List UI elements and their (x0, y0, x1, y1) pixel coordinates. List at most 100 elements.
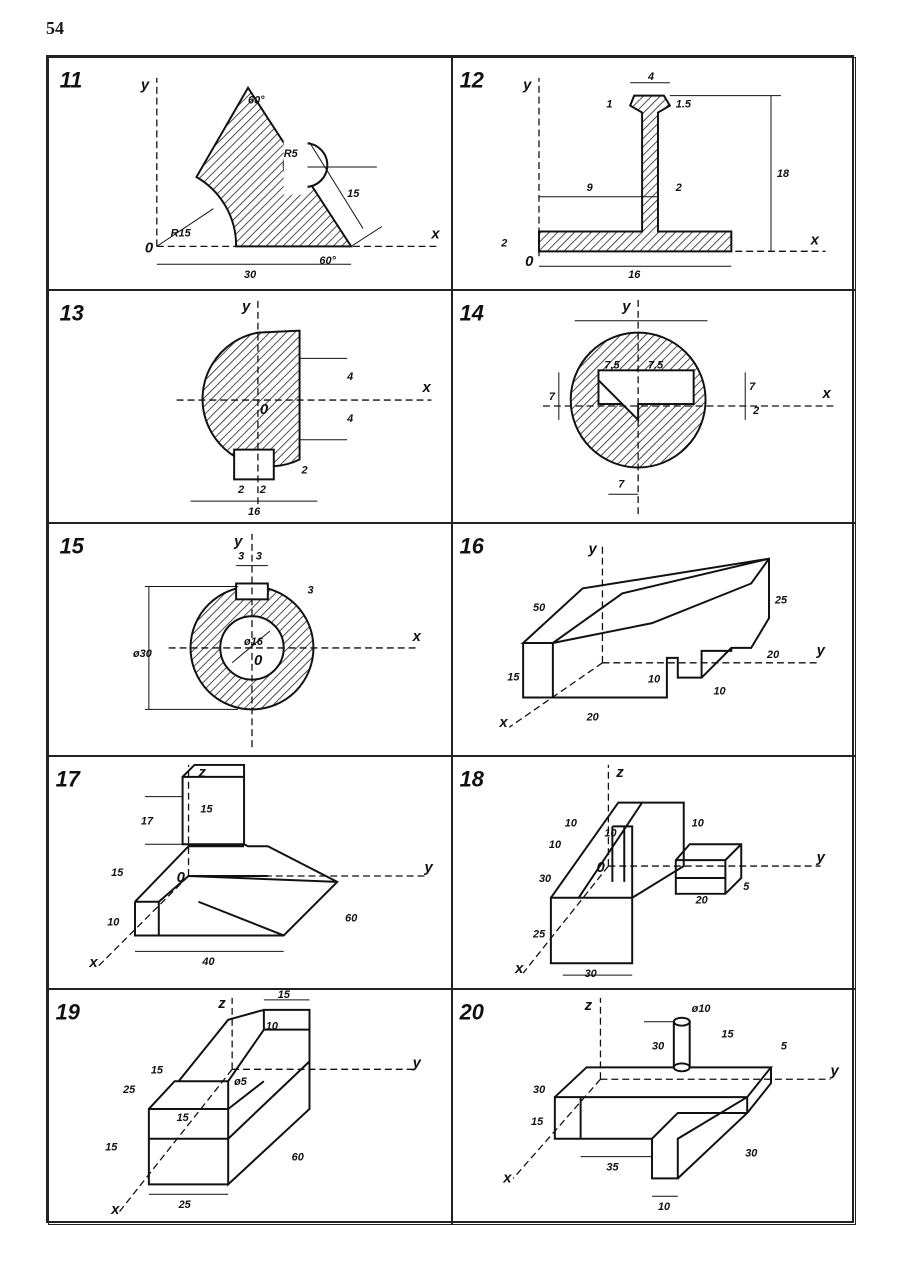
svg-text:10: 10 (713, 686, 725, 698)
tee-section (538, 94, 733, 253)
svg-text:y: y (816, 850, 826, 866)
svg-text:15: 15 (278, 990, 291, 1001)
problem-11: 11 y x 0 60° R15 R5 15 30 60° (48, 57, 452, 290)
svg-text:y: y (233, 534, 243, 550)
svg-text:z: z (217, 996, 226, 1012)
problem-number: 18 (460, 767, 485, 792)
circle-section (201, 329, 301, 468)
svg-text:9: 9 (587, 182, 594, 194)
problem-20: 20 z y x ø10 30 15 5 30 15 35 10 30 (452, 989, 856, 1225)
svg-text:25: 25 (178, 1199, 192, 1211)
svg-text:ø5: ø5 (234, 1076, 248, 1088)
problem-13: 13 y x 0 4 4 2 2 2 16 (48, 290, 452, 523)
problem-14: 14 y x 7.5 7.5 7 7 2 7 (452, 290, 856, 523)
problem-12: 12 y x 0 4 1 1.5 18 9 2 2 16 (452, 57, 856, 290)
problem-number: 15 (60, 534, 85, 559)
svg-text:z: z (197, 765, 206, 781)
svg-text:4: 4 (346, 413, 353, 425)
svg-text:10: 10 (107, 917, 119, 929)
svg-text:y: y (241, 299, 251, 315)
u-block (549, 801, 685, 965)
svg-text:2: 2 (237, 484, 244, 496)
stepped-block (134, 763, 339, 937)
svg-text:25: 25 (122, 1084, 136, 1096)
svg-text:15: 15 (507, 672, 520, 684)
svg-text:10: 10 (658, 1201, 670, 1213)
svg-text:7.5: 7.5 (648, 359, 664, 371)
svg-text:7.5: 7.5 (604, 359, 620, 371)
svg-text:30: 30 (244, 269, 256, 281)
svg-text:2: 2 (500, 237, 507, 249)
svg-text:15: 15 (347, 188, 360, 200)
svg-text:7: 7 (749, 381, 756, 393)
problem-number: 19 (56, 1000, 81, 1025)
svg-text:60°: 60° (319, 255, 336, 267)
problem-17: 17 z y x 0 17 15 15 10 40 60 (48, 756, 452, 989)
svg-text:20: 20 (695, 895, 708, 907)
svg-text:16: 16 (248, 506, 261, 518)
svg-text:10: 10 (565, 817, 577, 829)
problem-number: 13 (60, 301, 84, 326)
svg-text:17: 17 (141, 815, 154, 827)
svg-text:20: 20 (586, 711, 599, 723)
svg-text:y: y (816, 643, 826, 659)
wedge-body (520, 557, 770, 699)
svg-text:x: x (822, 386, 832, 402)
svg-text:1: 1 (606, 99, 612, 111)
svg-text:0: 0 (254, 653, 263, 669)
svg-text:x: x (502, 1170, 512, 1186)
problem-number: 20 (459, 1000, 484, 1025)
svg-text:7: 7 (618, 478, 625, 490)
svg-text:2: 2 (259, 484, 266, 496)
svg-text:x: x (88, 955, 98, 971)
svg-text:0: 0 (260, 402, 269, 418)
svg-text:0: 0 (596, 860, 605, 876)
svg-text:60°: 60° (248, 95, 265, 107)
svg-text:x: x (498, 715, 508, 731)
svg-text:10: 10 (266, 1021, 278, 1033)
svg-text:ø16: ø16 (244, 636, 264, 648)
svg-text:18: 18 (777, 168, 790, 180)
svg-text:0: 0 (525, 254, 534, 270)
svg-text:15: 15 (721, 1029, 734, 1041)
problem-15: 15 y x 0 3 3 3 ø30 ø16 (48, 523, 452, 756)
svg-text:15: 15 (531, 1116, 544, 1128)
svg-text:25: 25 (532, 928, 546, 940)
svg-text:5: 5 (743, 881, 750, 893)
problem-grid: 11 y x 0 60° R15 R5 15 30 60° 1 2 (46, 55, 856, 1225)
svg-text:x: x (430, 226, 440, 242)
svg-text:2: 2 (752, 405, 759, 417)
svg-text:ø10: ø10 (692, 1003, 711, 1015)
svg-text:0: 0 (177, 870, 186, 886)
svg-text:25: 25 (774, 594, 788, 606)
svg-text:0: 0 (145, 240, 154, 256)
svg-text:15: 15 (151, 1064, 164, 1076)
svg-text:ø30: ø30 (133, 648, 152, 660)
svg-text:z: z (584, 998, 593, 1014)
svg-text:15: 15 (111, 867, 124, 879)
svg-text:15: 15 (177, 1112, 190, 1124)
svg-text:16: 16 (628, 269, 641, 281)
svg-text:x: x (110, 1202, 120, 1218)
svg-text:y: y (412, 1055, 422, 1071)
svg-text:2: 2 (675, 182, 682, 194)
svg-text:x: x (422, 380, 432, 396)
svg-text:y: y (140, 78, 150, 94)
svg-text:10: 10 (648, 674, 660, 686)
svg-text:R5: R5 (284, 148, 299, 160)
svg-text:y: y (588, 542, 598, 558)
svg-text:z: z (615, 765, 624, 781)
svg-text:y: y (423, 860, 433, 876)
ramp-block (147, 1008, 311, 1187)
problem-19: 19 z y x 15 10 ø5 15 25 15 15 25 60 (48, 989, 452, 1225)
svg-text:y: y (829, 1063, 839, 1079)
problem-number: 17 (56, 767, 81, 792)
svg-text:15: 15 (200, 804, 213, 816)
svg-text:10: 10 (692, 817, 704, 829)
svg-text:60: 60 (345, 913, 357, 925)
svg-text:60: 60 (292, 1152, 304, 1164)
channel-block (553, 1066, 774, 1180)
svg-text:15: 15 (105, 1142, 118, 1154)
problem-number: 11 (60, 68, 83, 93)
svg-text:30: 30 (745, 1148, 757, 1160)
